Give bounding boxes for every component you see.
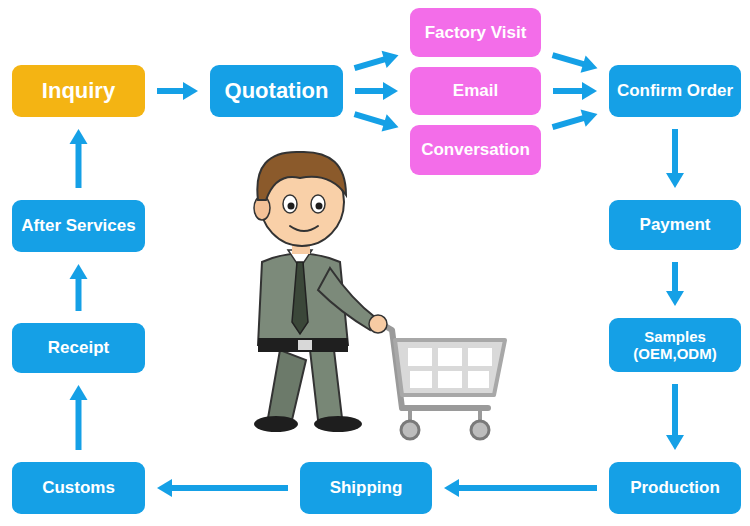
box-label: Production <box>630 478 720 498</box>
process-box: Confirm Order <box>609 65 741 117</box>
shoe <box>314 416 362 432</box>
cart-cell <box>468 371 489 388</box>
process-box: Quotation <box>210 65 343 117</box>
process-box: Email <box>410 67 541 115</box>
flow-arrow <box>70 129 88 188</box>
process-box: Shipping <box>300 462 432 514</box>
flow-arrow <box>355 51 399 68</box>
flow-arrow <box>70 264 88 311</box>
cart-cell <box>468 348 492 366</box>
arrow-shaft <box>672 129 678 176</box>
box-label: Confirm Order <box>617 81 733 101</box>
hand <box>369 315 387 333</box>
arrow-head <box>70 264 88 279</box>
box-label: Shipping <box>330 478 403 498</box>
box-label: Customs <box>42 478 115 498</box>
arm <box>318 268 376 330</box>
arrow-shaft <box>169 485 288 491</box>
box-label: Email <box>453 81 498 101</box>
process-box: Payment <box>609 200 741 250</box>
eye <box>283 195 297 213</box>
arrow-head <box>581 110 598 127</box>
cart-wheel <box>471 421 489 439</box>
pupil <box>316 203 323 210</box>
process-box: After Services <box>12 200 145 252</box>
arrow-shaft <box>553 88 585 94</box>
arrow-shaft <box>672 262 678 294</box>
arrow-head <box>70 385 88 400</box>
box-label: Receipt <box>48 338 109 358</box>
process-box: Receipt <box>12 323 145 373</box>
process-box: Inquiry <box>12 65 145 117</box>
process-box: Samples (OEM,ODM) <box>609 318 741 372</box>
flow-arrow <box>553 55 598 73</box>
arrow-head <box>444 479 459 497</box>
tie <box>292 262 308 334</box>
belt <box>258 338 348 352</box>
box-label: Samples (OEM,ODM) <box>613 328 737 363</box>
flow-arrow <box>666 129 684 188</box>
arrow-head <box>183 82 198 100</box>
arrow-head <box>382 114 399 131</box>
front-leg <box>310 350 342 420</box>
box-label: Factory Visit <box>425 23 527 43</box>
cart-wheel <box>401 421 419 439</box>
arrow-head <box>666 291 684 306</box>
box-label: Conversation <box>421 140 530 160</box>
flow-arrow <box>355 82 398 100</box>
flow-arrow <box>157 479 288 497</box>
flow-arrow <box>157 82 198 100</box>
flow-arrow <box>444 479 597 497</box>
flow-arrow <box>553 82 597 100</box>
cart-cell <box>410 371 432 388</box>
process-box: Conversation <box>410 125 541 175</box>
arrow-shaft <box>355 114 387 124</box>
process-box: Factory Visit <box>410 8 541 57</box>
arrow-shaft <box>672 384 678 438</box>
flow-arrow <box>666 384 684 450</box>
box-label: Quotation <box>225 78 329 103</box>
box-label: Payment <box>640 215 711 235</box>
process-box: Production <box>609 462 741 514</box>
arrow-shaft <box>355 88 386 94</box>
arrow-head <box>666 173 684 188</box>
arrow-shaft <box>76 276 82 311</box>
arrow-head <box>383 82 398 100</box>
arrow-head <box>70 129 88 144</box>
box-label: Inquiry <box>42 78 115 103</box>
arrow-head <box>582 82 597 100</box>
arrow-shaft <box>76 141 82 188</box>
arrow-shaft <box>456 485 597 491</box>
cart-cell <box>438 348 462 366</box>
flow-arrow <box>553 110 598 128</box>
arrow-head <box>382 51 399 68</box>
arrow-shaft <box>553 117 586 127</box>
arrow-shaft <box>157 88 186 94</box>
shopper-figure <box>254 152 387 432</box>
smile <box>290 226 318 231</box>
flow-arrow <box>70 385 88 450</box>
pupil <box>288 203 295 210</box>
box-label: After Services <box>21 216 135 236</box>
eye <box>311 195 325 213</box>
process-box: Customs <box>12 462 145 514</box>
arrow-shaft <box>355 59 387 69</box>
back-leg <box>268 350 306 420</box>
arrow-head <box>666 435 684 450</box>
shoe <box>254 416 298 432</box>
belt-buckle <box>298 340 312 350</box>
arrow-shaft <box>76 397 82 450</box>
shopping-cart <box>378 322 505 439</box>
hair <box>257 152 346 200</box>
flow-arrow <box>666 262 684 306</box>
cart-basket <box>395 340 505 395</box>
arrow-head <box>581 55 598 72</box>
arrow-shaft <box>553 55 586 65</box>
cart-cell <box>438 371 462 388</box>
arrow-head <box>157 479 172 497</box>
flow-arrow <box>355 114 399 131</box>
cart-cell <box>408 348 432 366</box>
